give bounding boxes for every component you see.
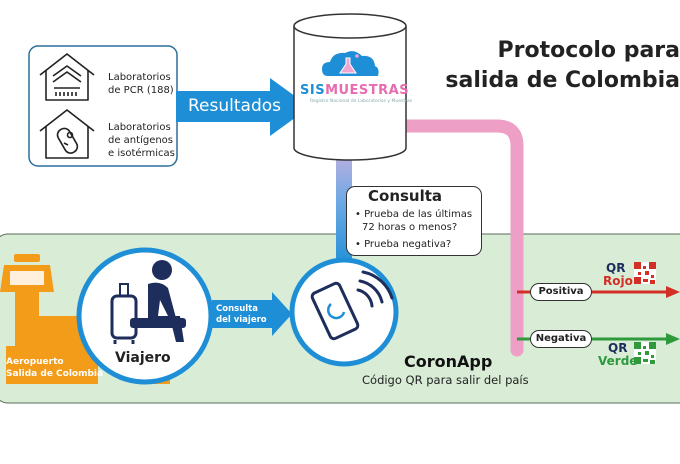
traveler-query-arrow bbox=[212, 292, 292, 336]
sismuestras-part-2: MUESTRAS bbox=[325, 83, 410, 98]
results-arrow bbox=[176, 78, 310, 136]
qr-code-icon bbox=[634, 262, 656, 284]
coronapp-subtitle: Código QR para salir del país bbox=[362, 373, 529, 387]
sismuestras-part-1: SIS bbox=[300, 83, 326, 98]
pcr-lab-line-1: Laboratorios bbox=[108, 72, 171, 83]
pink-connector-pipe bbox=[393, 119, 524, 357]
negative-color-word: Verde bbox=[598, 354, 638, 368]
consulta-bullet-1-line-1: • Prueba de las últimas bbox=[355, 209, 473, 220]
sismuestras-logo: SISMUESTRAS bbox=[300, 83, 409, 98]
consulta-title: Consulta bbox=[368, 187, 443, 205]
consulta-bullet-1: • Prueba de las últimas 72 horas o menos… bbox=[355, 208, 472, 234]
traveler-query-label: Consulta del viajero bbox=[216, 304, 267, 326]
positive-pill: Positiva bbox=[530, 283, 592, 301]
pcr-lab-label: Laboratorios de PCR (188) bbox=[108, 71, 174, 97]
consulta-bullet-1-line-2: 72 horas o menos? bbox=[362, 222, 458, 233]
title-line-2: salida de Colombia bbox=[445, 68, 680, 93]
traveler-query-line-2: del viajero bbox=[216, 315, 267, 325]
positive-color-word: Rojo bbox=[603, 274, 633, 288]
traveler-label: Viajero bbox=[115, 350, 171, 366]
house-antigen-icon bbox=[39, 109, 95, 159]
pcr-lab-line-2: de PCR (188) bbox=[108, 85, 174, 96]
sismuestras-tagline: Registro Nacional de Laboratorios y Mues… bbox=[310, 99, 413, 104]
qr-code-icon bbox=[634, 342, 656, 364]
database-icon bbox=[293, 13, 407, 161]
airport-line-1: Aeropuerto bbox=[6, 357, 64, 367]
house-pcr-icon bbox=[39, 53, 95, 101]
airport-line-2: Salida de Colombia bbox=[6, 369, 104, 379]
results-label: Resultados bbox=[188, 96, 281, 116]
antigen-lab-line-2: de antígenos bbox=[108, 135, 174, 146]
traveler-query-line-1: Consulta bbox=[216, 304, 258, 314]
positive-qr-label: QR bbox=[606, 261, 626, 275]
airport-label: Aeropuerto Salida de Colombia bbox=[6, 356, 103, 380]
consulta-box bbox=[346, 186, 482, 256]
negative-pill: Negativa bbox=[530, 330, 592, 348]
consulta-bullet-2: • Prueba negativa? bbox=[355, 239, 452, 250]
antigen-lab-line-3: e isotérmicas bbox=[108, 148, 175, 159]
diagram-title: Protocolo para salida de Colombia bbox=[440, 36, 680, 96]
coronapp-name: CoronApp bbox=[404, 352, 493, 371]
traveler-icon bbox=[76, 247, 214, 385]
phone-icon bbox=[289, 257, 399, 367]
title-line-1: Protocolo para bbox=[497, 38, 680, 63]
antigen-lab-label: Laboratorios de antígenos e isotérmicas bbox=[108, 121, 175, 160]
antigen-lab-line-1: Laboratorios bbox=[108, 122, 171, 133]
negative-qr-label: QR bbox=[608, 341, 628, 355]
